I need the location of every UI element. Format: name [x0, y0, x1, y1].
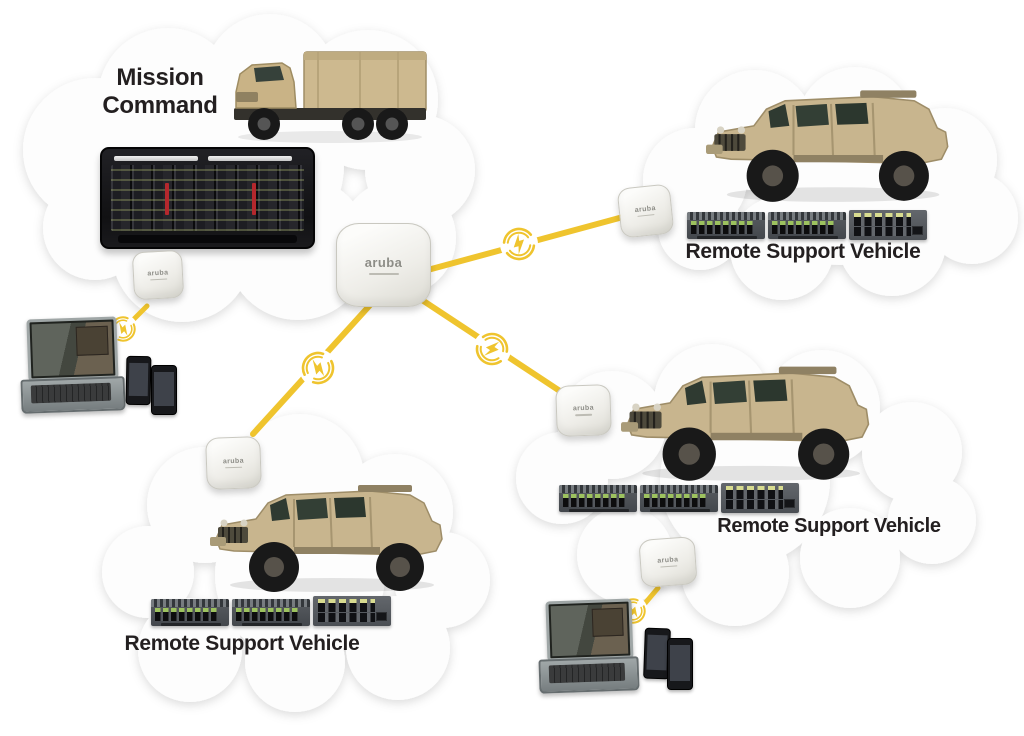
ap-model-text [149, 278, 167, 281]
ethernet-ports [726, 500, 783, 509]
ethernet-ports [691, 225, 753, 234]
client-access-point: aruba [638, 536, 698, 588]
smartphone [125, 355, 152, 406]
aruba-access-point: aruba [616, 183, 675, 239]
ap-model-text [575, 413, 593, 417]
laptop-screen [545, 598, 634, 662]
aruba-logo: aruba [222, 457, 245, 466]
heatsink-fins [232, 599, 310, 607]
port-leds [318, 599, 375, 603]
sfp-port [784, 499, 795, 508]
ethernet-ports [772, 225, 834, 234]
phone-screen [128, 362, 149, 397]
rugged-server-chassis [100, 147, 315, 249]
rugged-switch [151, 599, 229, 626]
rugged-switch [640, 485, 718, 512]
heatsink-fins [151, 599, 229, 607]
humvee [706, 80, 956, 205]
laptop-screen-content [31, 321, 114, 377]
ethernet-ports [318, 603, 375, 612]
port-leds [691, 221, 753, 225]
phone-screen [670, 645, 690, 681]
sfp-port [376, 612, 387, 621]
ethernet-ports [854, 217, 911, 226]
humvee [210, 470, 450, 600]
expansion-slot [650, 509, 710, 512]
heatsink-fins [640, 485, 718, 493]
central-mesh-access-point: aruba [336, 223, 431, 307]
sfp-port [912, 226, 923, 235]
heatsink-fins [559, 485, 637, 493]
aruba-logo: aruba [364, 255, 403, 270]
smartphone [151, 365, 177, 415]
remote-support-vehicle-label: Remote Support Vehicle [717, 515, 941, 537]
ap-model-text [659, 565, 677, 568]
aruba-access-point: aruba [555, 384, 612, 437]
chassis-handle [114, 156, 198, 161]
laptop-keyboard-base [538, 656, 640, 694]
ethernet-ports [155, 612, 217, 621]
remote-support-vehicle-label: Remote Support Vehicle [124, 632, 360, 655]
smartphone [667, 638, 693, 690]
module-red-stripe [252, 183, 256, 215]
ap-model-text [225, 466, 243, 469]
phone-screen [646, 634, 668, 671]
chassis-handle [208, 156, 292, 161]
lightning-bolt-icon [494, 219, 544, 269]
port-leds [236, 608, 298, 612]
laptop-keyboard-base [20, 376, 126, 414]
ethernet-ports [563, 498, 625, 507]
rugged-switch [232, 599, 310, 626]
phone-screen [154, 372, 174, 406]
command-truck [230, 48, 430, 143]
port-leds [155, 608, 217, 612]
chassis-modules [111, 165, 304, 231]
chassis-base [118, 235, 297, 243]
laptop-screen-content [550, 603, 629, 657]
port-leds [772, 221, 834, 225]
ethernet-ports [644, 498, 706, 507]
expansion-slot [778, 236, 838, 239]
ethernet-ports [318, 613, 375, 622]
expansion-slot [161, 623, 221, 626]
aruba-logo: aruba [147, 269, 169, 278]
ethernet-switch [721, 483, 799, 513]
expansion-slot [242, 623, 302, 626]
mission-command-label: Mission Command [102, 64, 218, 119]
laptop-keyboard [548, 662, 626, 684]
laptop-keyboard [30, 382, 112, 404]
ethernet-switch [849, 210, 927, 240]
heatsink-fins [687, 212, 765, 220]
port-leds [563, 494, 625, 498]
expansion-slot [569, 509, 629, 512]
ethernet-ports [236, 612, 298, 621]
aruba-logo: aruba [634, 204, 657, 214]
port-leds [644, 494, 706, 498]
humvee [618, 356, 880, 484]
aruba-logo: aruba [657, 556, 679, 565]
port-leds [726, 486, 783, 490]
remote-support-vehicle-label: Remote Support Vehicle [685, 240, 921, 263]
rugged-switch [768, 212, 846, 239]
aruba-access-point: aruba [131, 249, 185, 301]
aruba-logo: aruba [572, 404, 595, 413]
heatsink-fins [768, 212, 846, 220]
rugged-laptop [18, 316, 126, 414]
rugged-laptop [536, 598, 640, 694]
ap-model-text [637, 213, 655, 218]
expansion-slot [697, 236, 757, 239]
ethernet-ports [854, 227, 911, 236]
rugged-switch [687, 212, 765, 239]
rugged-switch [559, 485, 637, 512]
laptop-screen [26, 316, 119, 382]
module-red-stripe [165, 183, 169, 215]
port-leds [854, 213, 911, 217]
ap-model-text [368, 273, 399, 275]
ethernet-switch [313, 596, 391, 626]
ethernet-ports [726, 490, 783, 499]
